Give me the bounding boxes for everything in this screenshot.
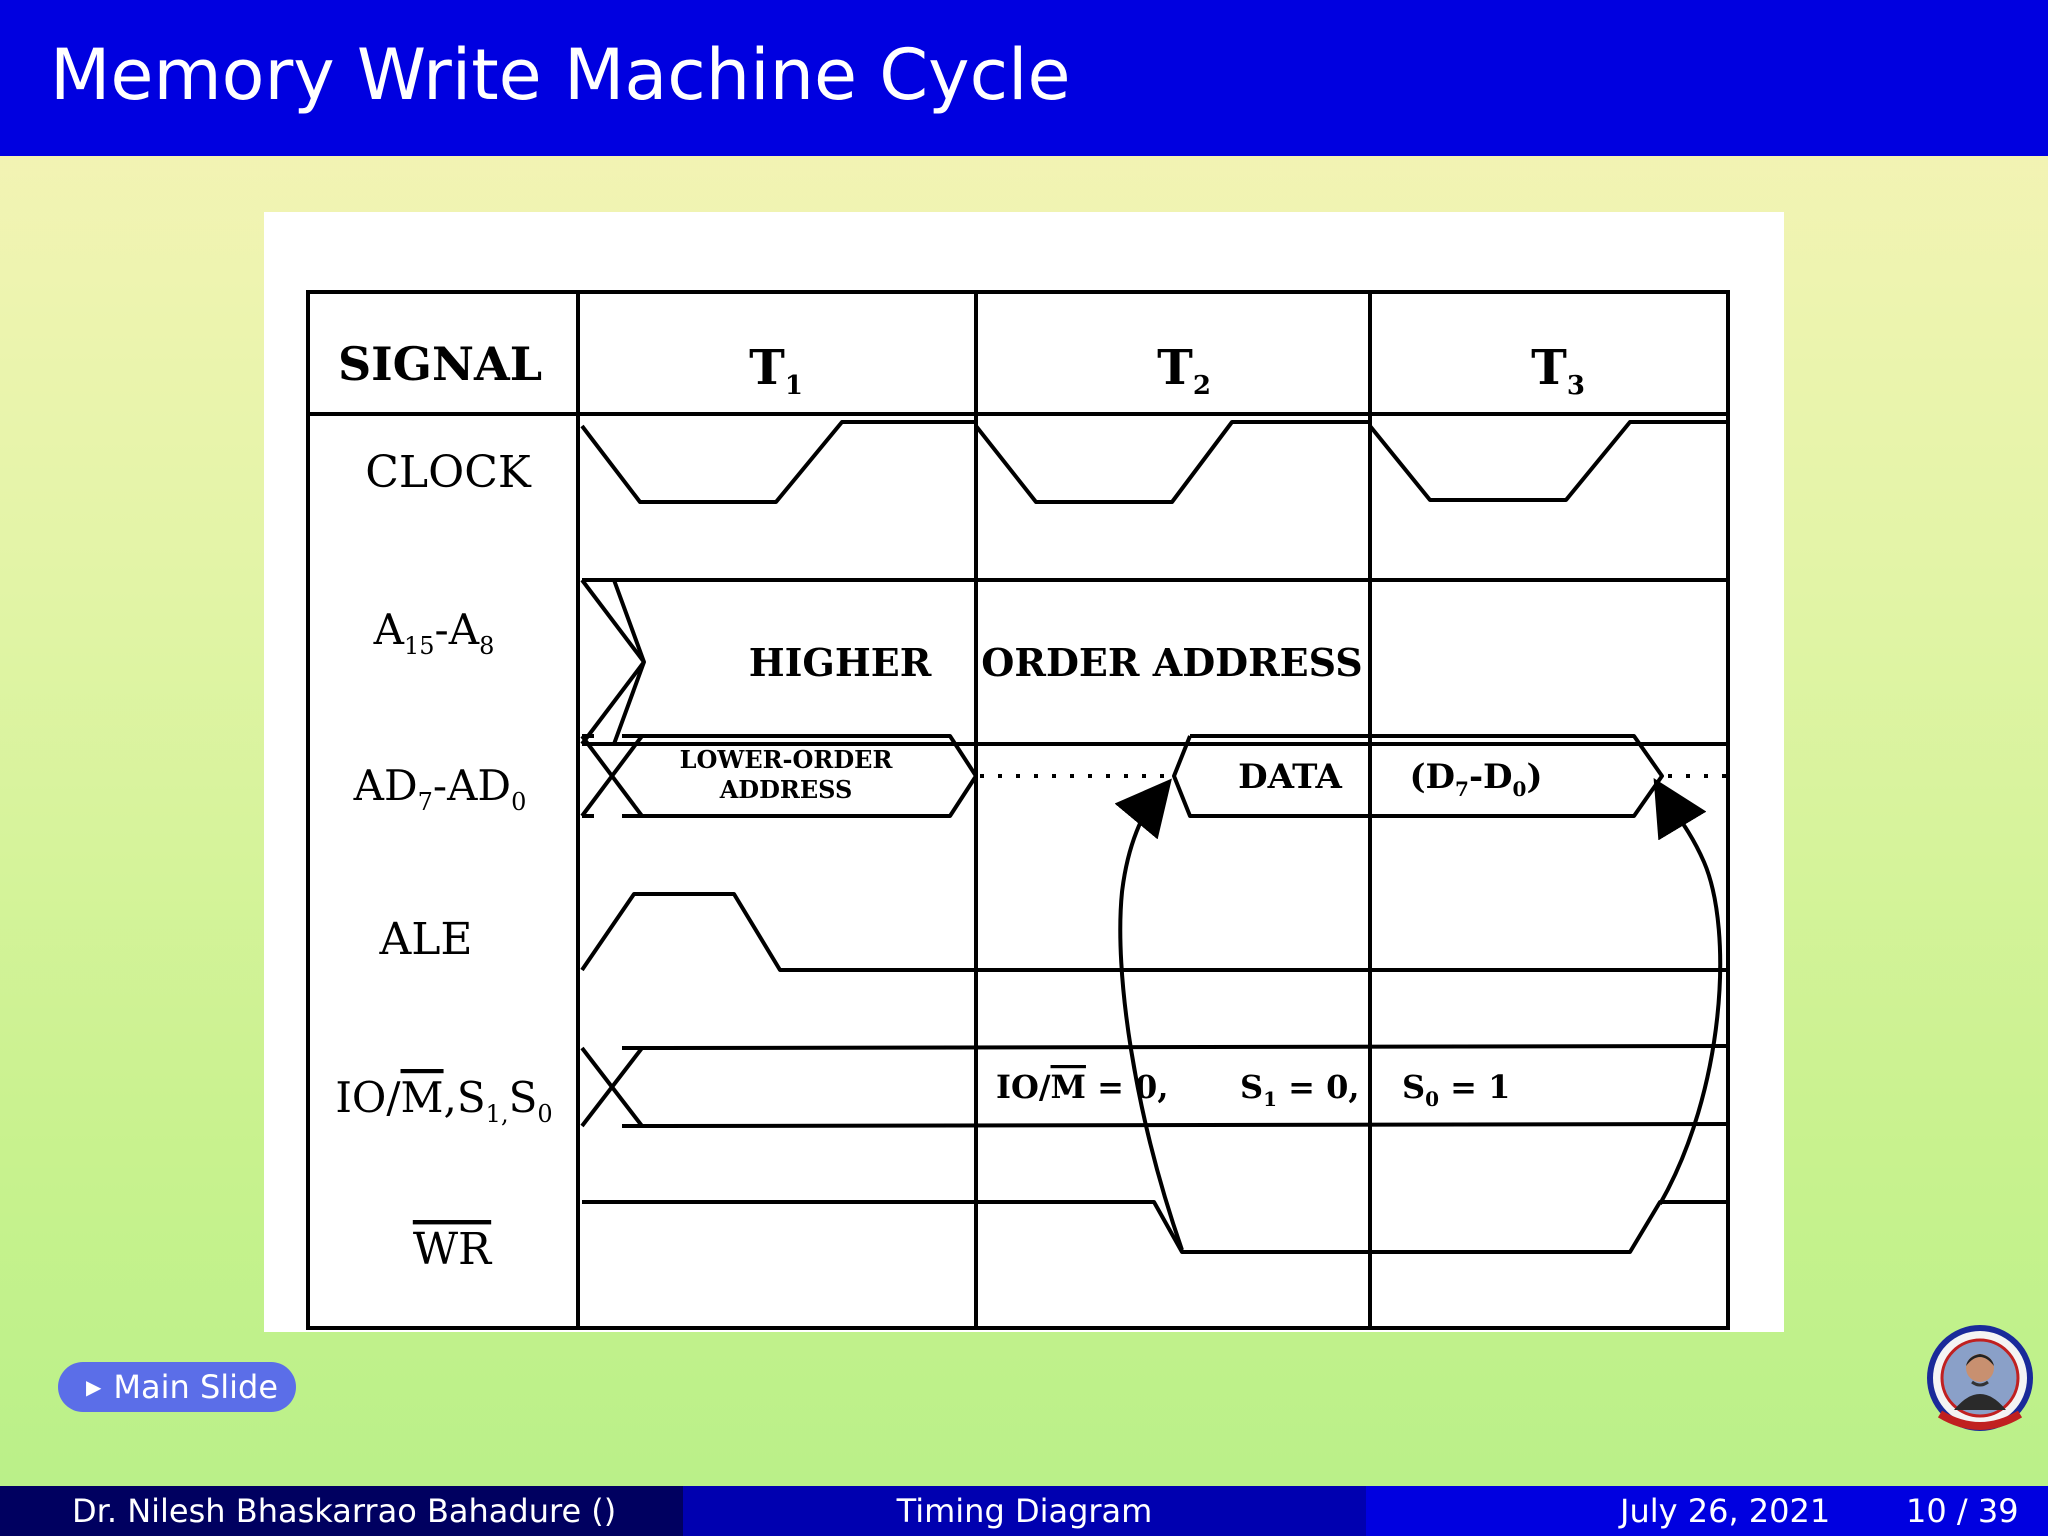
higher-label: HIGHER [749, 640, 932, 685]
status-waveform [580, 1044, 1729, 1128]
footer-date: July 26, 2021 [1620, 1492, 1831, 1530]
t2-header: T2 [1157, 340, 1211, 401]
table-border [306, 290, 1730, 1330]
addr-high-signal-label: A15-A8 [373, 605, 495, 660]
timing-diagram: SIGNAL T1 T2 T3 CLOCK A15-A8 AD7-AD0 ALE… [306, 290, 1730, 1330]
academy-logo [1926, 1322, 2034, 1438]
lower-order-label-line1: LOWER-ORDER [680, 745, 894, 774]
footer-author-section: Dr. Nilesh Bhaskarrao Bahadure () [0, 1486, 683, 1536]
s1-value-label: S1 = 0, [1240, 1068, 1360, 1111]
addr-low-waveform [580, 734, 1664, 818]
footer-topic-section: Timing Diagram [683, 1486, 1366, 1536]
t3-header: T3 [1531, 340, 1585, 401]
wr-to-data-arrow [1114, 778, 1184, 1251]
data-range-label: (D7-D0) [1409, 757, 1542, 801]
t1-header: T1 [749, 340, 803, 401]
title-bar: Memory Write Machine Cycle [0, 0, 2048, 156]
ale-waveform [580, 892, 1730, 972]
data-label: DATA [1238, 757, 1342, 797]
timing-diagram-figure: SIGNAL T1 T2 T3 CLOCK A15-A8 AD7-AD0 ALE… [264, 212, 1784, 1332]
lower-order-label-line2: ADDRESS [719, 775, 853, 804]
main-slide-button[interactable]: ▶ Main Slide [58, 1362, 296, 1412]
status-signal-label: IO/M,S1,S0 [335, 1073, 552, 1128]
footer-author: Dr. Nilesh Bhaskarrao Bahadure () [72, 1492, 617, 1530]
footer-date-section: July 26, 2021 10 / 39 [1366, 1486, 2048, 1536]
footer-bar: Dr. Nilesh Bhaskarrao Bahadure () Timing… [0, 1486, 2048, 1536]
wr-waveform [582, 1200, 1728, 1254]
signal-header: SIGNAL [338, 337, 542, 391]
addr-low-signal-label: AD7-AD0 [353, 761, 527, 816]
slide-title: Memory Write Machine Cycle [50, 34, 1071, 116]
wr-signal-label: WR [413, 1224, 493, 1275]
main-slide-label: Main Slide [113, 1368, 279, 1406]
io-m-value-label: IO/M = 0, [996, 1068, 1168, 1106]
order-address-label: ORDER ADDRESS [981, 640, 1362, 685]
ale-signal-label: ALE [378, 914, 472, 965]
wr-rise-to-data-end-arrow [1653, 777, 1723, 1205]
s0-value-label: S0 = 1 [1402, 1068, 1510, 1111]
footer-topic: Timing Diagram [896, 1492, 1153, 1530]
play-triangle-icon: ▶ [86, 1375, 102, 1399]
footer-page-number: 10 / 39 [1906, 1492, 2019, 1530]
clock-signal-label: CLOCK [365, 447, 532, 498]
table-grid [306, 290, 1730, 1330]
addr-high-waveform [580, 578, 1728, 746]
clock-waveform [580, 420, 1728, 504]
